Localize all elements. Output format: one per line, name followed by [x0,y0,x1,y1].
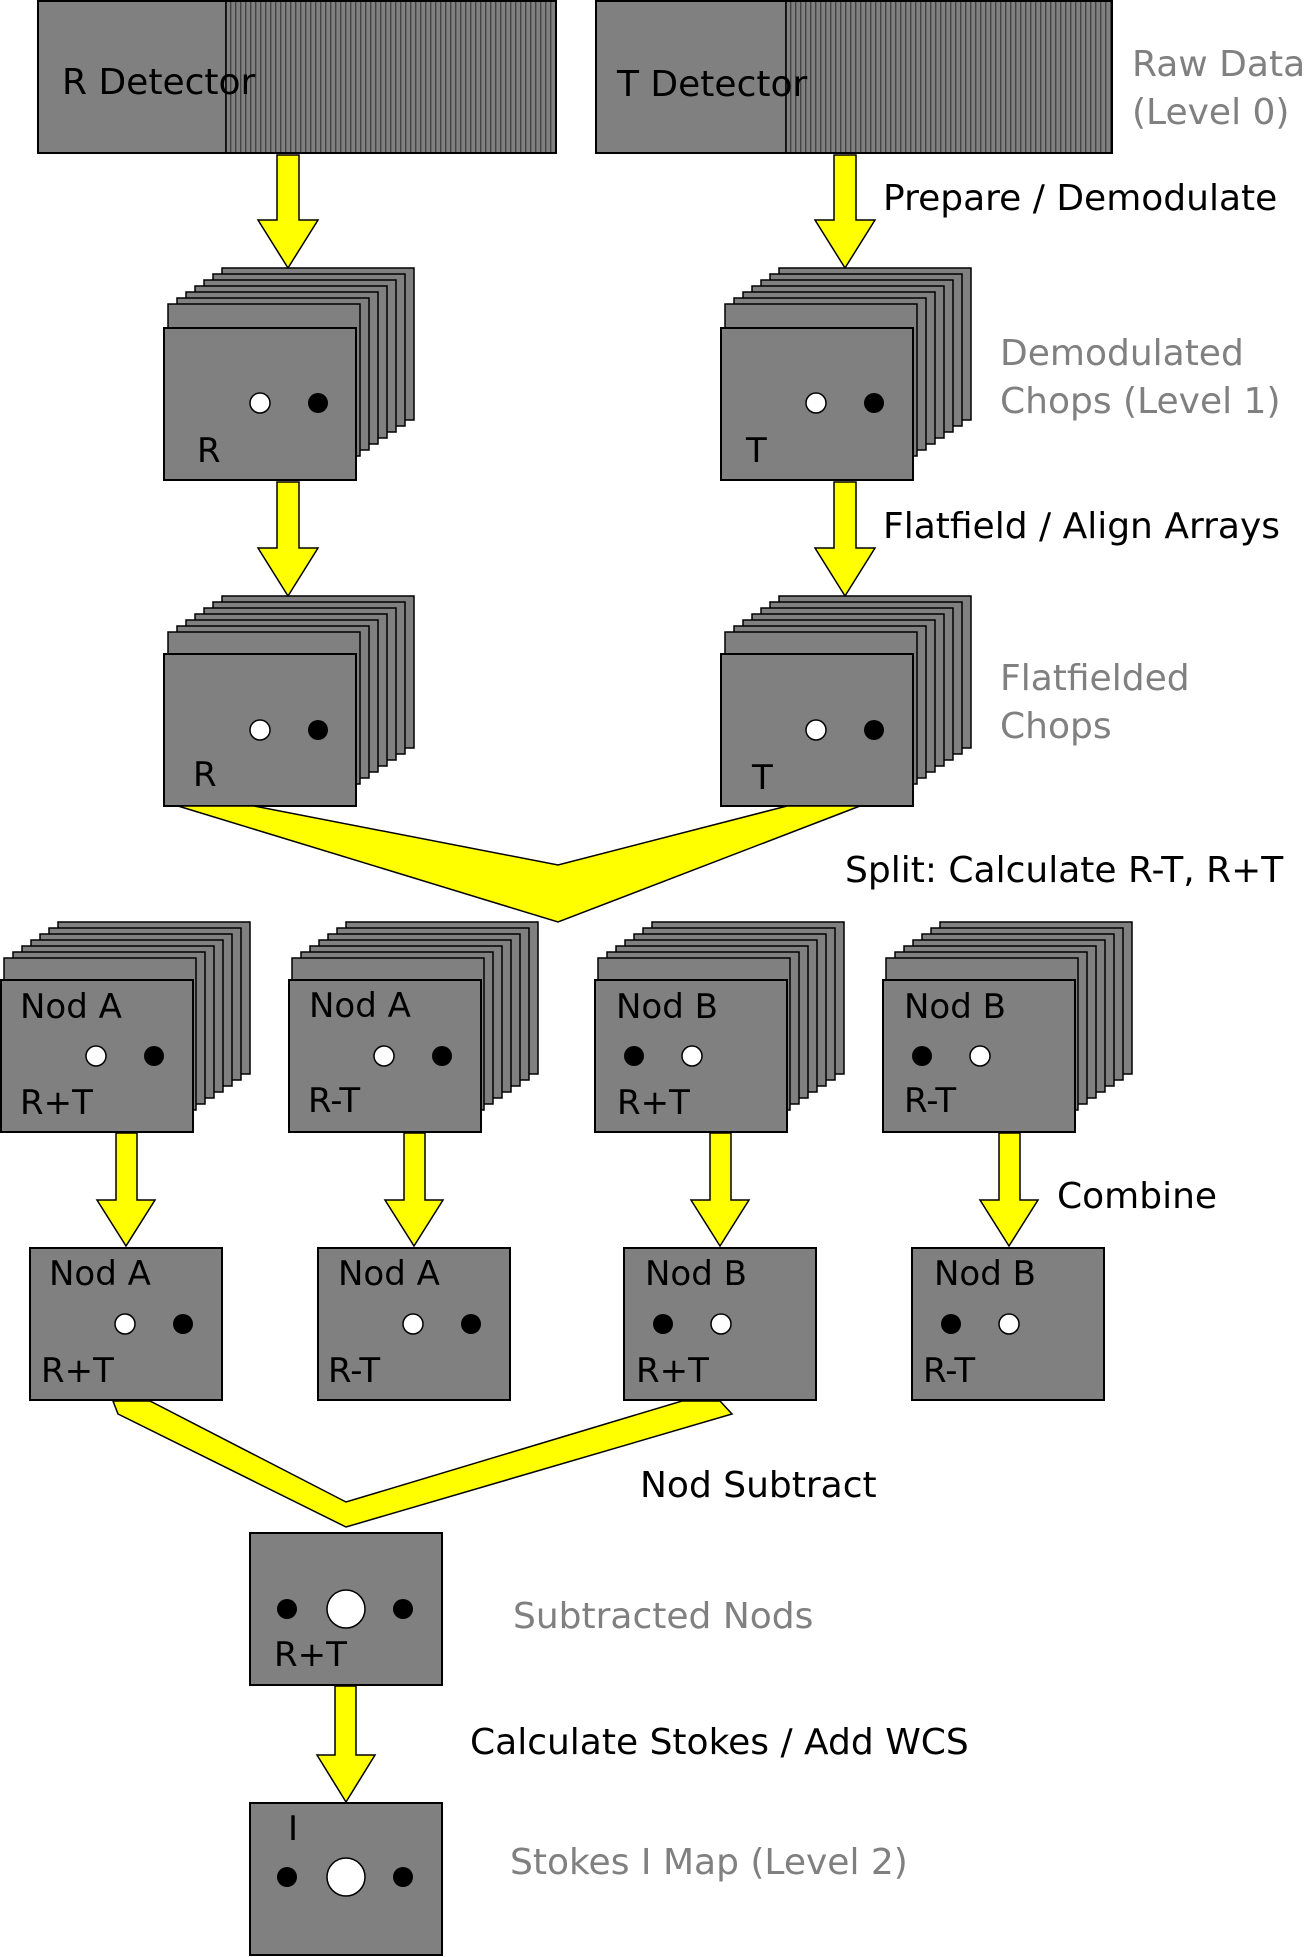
frame-label-nod-b: Nod B [616,987,718,1027]
level-flat-line2: Chops [1000,706,1112,747]
frame-label-nod-b: Nod B [645,1254,747,1294]
source-negative [393,1867,413,1887]
step-split: Split: Calculate R-T, R+T [845,850,1284,891]
source-positive [805,392,827,414]
demod-stack-r: R [163,267,415,481]
source-negative [864,393,884,413]
frame-label-r-plus-t: R+T [274,1635,347,1675]
source-negative [624,1046,644,1066]
frame-label-r-minus-t: R-T [904,1081,956,1121]
source-negative [308,393,328,413]
level-flat-line1: Flatfielded [1000,658,1190,699]
step-stokes: Calculate Stokes / Add WCS [470,1722,969,1763]
t-detector-label: T Detector [616,64,808,105]
level-raw-line1: Raw Data [1132,44,1305,85]
frame-label-nod-a: Nod A [20,987,122,1027]
nod-subtract-chevron-arrow [111,1400,734,1528]
arrow-combine-b-diff [978,1132,1040,1248]
step-flatfield: Flatfield / Align Arrays [883,506,1280,547]
arrow-demod-to-flat-r [256,481,320,598]
flat-stack-t: T [720,595,972,807]
source-negative [912,1046,932,1066]
frame-label-nod-a: Nod A [49,1254,151,1294]
frame-label-r-minus-t: R-T [308,1081,360,1121]
source-positive [998,1313,1020,1335]
source-negative [864,720,884,740]
stokes-i-map-frame: I [249,1802,443,1956]
frame-label-r-plus-t: R+T [617,1083,690,1123]
source-positive [681,1045,703,1067]
arrow-demod-to-flat-t [813,481,877,598]
level-demod-line2: Chops (Level 1) [1000,381,1281,422]
level-stokes-map: Stokes I Map (Level 2) [510,1842,908,1883]
source-negative [393,1599,413,1619]
frame-label-r-plus-t: R+T [636,1351,709,1391]
source-positive [249,392,271,414]
nod-stack-a-sum: Nod A R+T [0,921,251,1133]
demod-stack-t: T [720,267,972,481]
step-prepare: Prepare / Demodulate [883,178,1277,219]
frame-label-r: R [197,431,221,471]
arrow-stokes [315,1685,377,1804]
arrow-raw-to-demod-r [256,154,320,270]
step-combine: Combine [1057,1176,1217,1217]
source-negative [144,1046,164,1066]
combined-nod-a-sum: Nod A R+T [29,1247,223,1401]
frame-label-t: T [751,758,773,798]
source-negative [461,1314,481,1334]
arrow-raw-to-demod-t [813,154,877,270]
nod-stack-a-diff: Nod A R-T [288,921,539,1133]
source-positive [402,1313,424,1335]
source-negative [173,1314,193,1334]
flat-stack-r: R [163,595,415,807]
nod-stack-b-sum: Nod B R+T [594,921,845,1133]
source-positive [85,1045,107,1067]
source-positive [969,1045,991,1067]
source-negative [277,1599,297,1619]
frame-label-r-minus-t: R-T [328,1351,380,1391]
source-negative [308,720,328,740]
arrow-combine-b-sum [689,1132,751,1248]
source-negative [432,1046,452,1066]
subtracted-nods-frame: R+T [249,1532,443,1686]
source-positive [373,1045,395,1067]
frame-label-r: R [193,755,217,795]
frame-label-nod-a: Nod A [338,1254,440,1294]
frame-label-r-plus-t: R+T [41,1351,114,1391]
combined-nod-b-diff: Nod B R-T [911,1247,1105,1401]
level-subtracted: Subtracted Nods [513,1596,813,1637]
r-detector-label: R Detector [62,62,256,103]
step-nod-subtract: Nod Subtract [640,1465,877,1506]
level-raw-line2: (Level 0) [1132,92,1289,133]
source-positive [114,1313,136,1335]
frame-label-nod-a: Nod A [309,986,411,1026]
source-negative [277,1867,297,1887]
arrow-combine-a-sum [95,1132,157,1248]
source-combined [326,1857,366,1897]
source-negative [653,1314,673,1334]
source-combined [326,1589,366,1629]
nod-stack-b-diff: Nod B R-T [882,921,1133,1133]
source-positive [710,1313,732,1335]
frame-label-nod-b: Nod B [934,1254,1036,1294]
frame-label-r-minus-t: R-T [923,1351,975,1391]
combined-nod-a-diff: Nod A R-T [317,1247,511,1401]
t-detector: T Detector [595,0,1113,154]
r-detector: R Detector [37,0,557,154]
frame-label-stokes-i: I [288,1809,298,1849]
split-chevron-arrow [177,805,861,923]
combined-nod-b-sum: Nod B R+T [623,1247,817,1401]
level-demod-line1: Demodulated [1000,333,1244,374]
frame-label-r-plus-t: R+T [20,1083,93,1123]
source-negative [941,1314,961,1334]
frame-label-t: T [745,431,767,471]
frame-label-nod-b: Nod B [904,987,1006,1027]
arrow-combine-a-diff [383,1132,445,1248]
source-positive [249,719,271,741]
source-positive [805,719,827,741]
